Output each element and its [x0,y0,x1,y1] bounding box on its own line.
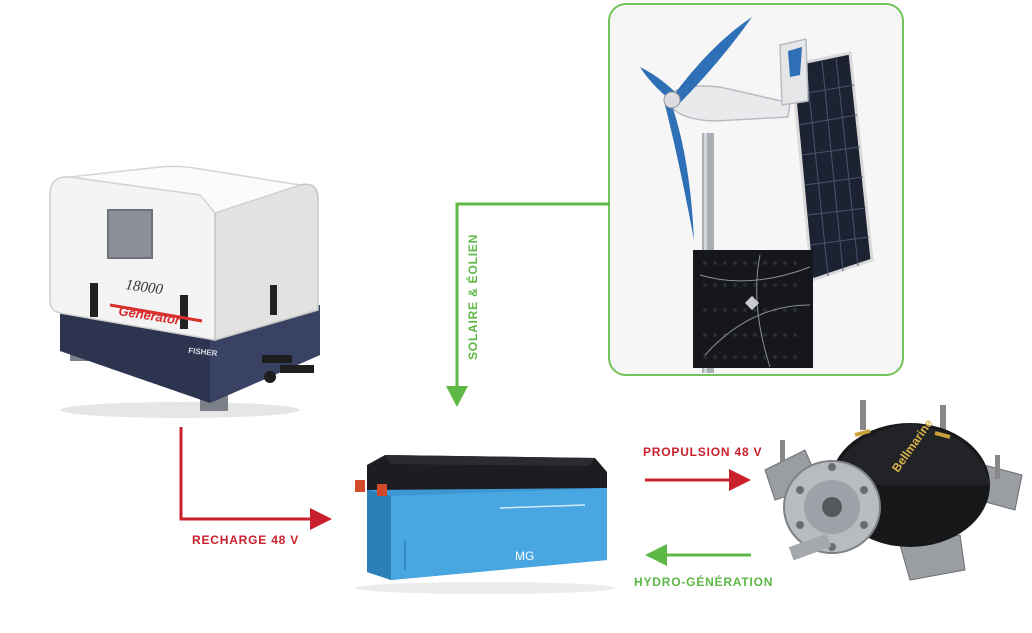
propulsion-connector [645,469,751,491]
motor-illustration: Bellmarine [764,400,1023,581]
solar-panel [790,51,874,283]
battery-logo-text: MG [515,549,534,563]
propulsion-label: PROPULSION 48 V [643,445,763,459]
generator-illustration: 18000 Generator FISHER [49,165,320,418]
recharge-connector [179,427,332,530]
battery-illustration: MG [355,455,615,594]
generator-unit: 18000 Generator FISHER [30,165,330,420]
recharge-label: RECHARGE 48 V [192,533,300,547]
solar-cell-closeup [693,250,813,368]
solar-wind-label: SOLAIRE & ÉOLIEN [466,233,480,360]
solar-wind-connector [446,202,610,407]
wind-solar-illustration [640,17,874,373]
hydro-label: HYDRO-GÉNÉRATION [634,575,774,589]
generator-model-text: 18000 [124,277,164,298]
battery-pack: MG [345,440,625,595]
hydro-connector [645,544,751,566]
generator-plate-text: FISHER [188,346,218,358]
electric-motor: Bellmarine [760,395,1030,595]
renewables-panel [608,3,904,376]
